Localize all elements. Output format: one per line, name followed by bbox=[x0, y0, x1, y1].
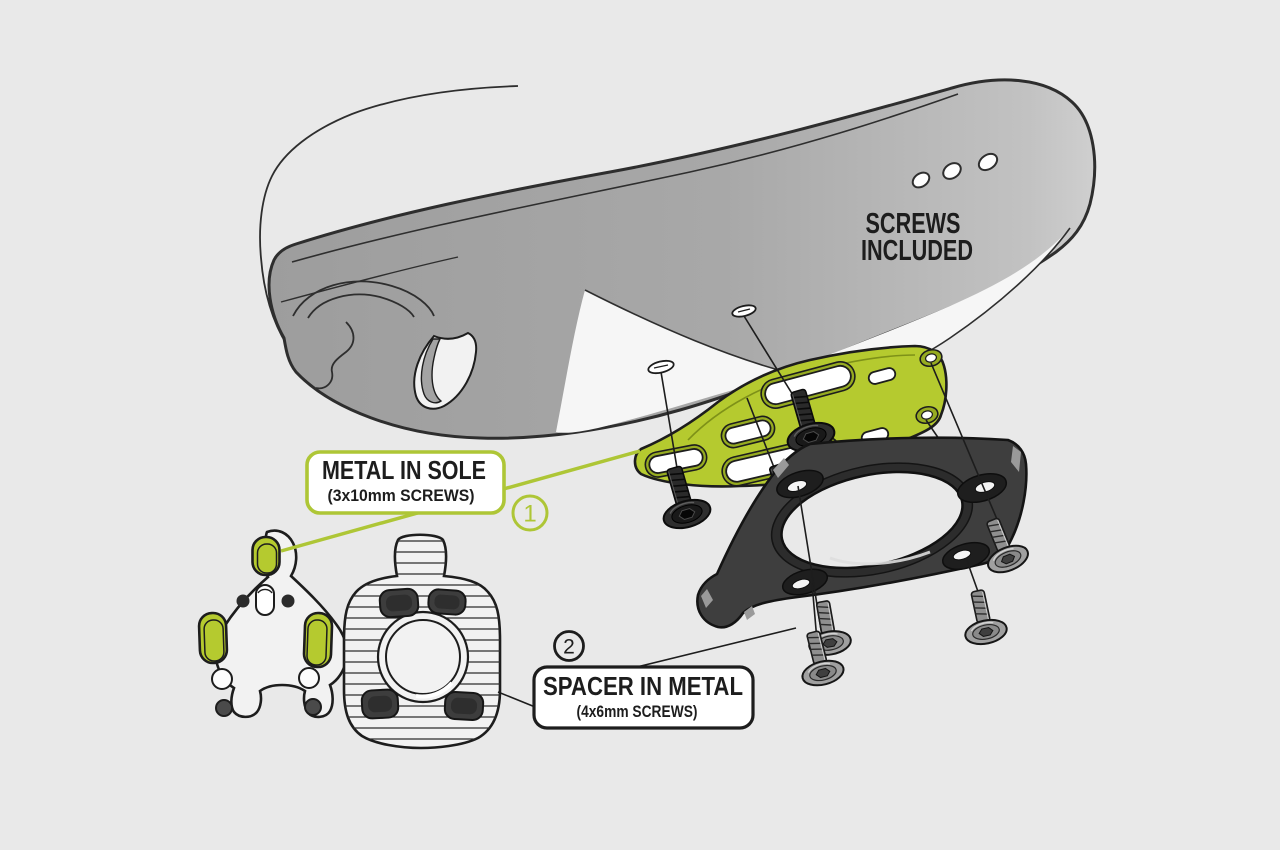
callout-1-subtitle: (3x10mm SCREWS) bbox=[328, 486, 475, 505]
callout-2-subtitle: (4x6mm SCREWS) bbox=[577, 703, 698, 721]
plate-corner-holes bbox=[915, 348, 943, 425]
sole-mid-contour bbox=[280, 256, 459, 303]
shoe-sole: SCREWS INCLUDED bbox=[259, 78, 1097, 440]
spacer bbox=[696, 436, 1028, 629]
spacer-highlights bbox=[701, 446, 1021, 620]
note-line-1: SCREWS bbox=[866, 208, 961, 240]
callout-1-number-badge bbox=[511, 494, 549, 532]
callout-1-title: METAL IN SOLE bbox=[322, 455, 486, 485]
spacer-screw-3 bbox=[955, 585, 1010, 649]
callout-2-number-badge bbox=[553, 630, 585, 662]
callout-1: METAL IN SOLE (3x10mm SCREWS) 1 bbox=[305, 450, 549, 532]
spacer-bottom-pads bbox=[360, 587, 485, 721]
note-line-2: INCLUDED bbox=[861, 235, 973, 267]
sole-underside-highlight bbox=[556, 228, 1070, 433]
heel-tread bbox=[292, 280, 478, 410]
callout-2-title: SPACER IN METAL bbox=[543, 671, 743, 701]
callout-1-box bbox=[305, 450, 506, 515]
callout-2-box bbox=[532, 665, 755, 730]
cleat-green-slots bbox=[197, 535, 334, 669]
callout-1-number: 1 bbox=[523, 501, 536, 528]
cleat-center-slot bbox=[255, 584, 275, 616]
sole-top-contour bbox=[291, 93, 959, 263]
toe-vent-holes bbox=[911, 152, 999, 189]
shoe-upper-silhouette bbox=[259, 85, 519, 346]
cleat-plate-bottom-view bbox=[197, 529, 349, 719]
callout-2: SPACER IN METAL (4x6mm SCREWS) 2 bbox=[532, 630, 755, 730]
callout-2-number: 2 bbox=[563, 636, 575, 659]
spacer-corner-holes bbox=[776, 469, 1008, 596]
tread-wedge-swoosh bbox=[420, 338, 443, 404]
spacer-bottom-view bbox=[342, 533, 502, 750]
